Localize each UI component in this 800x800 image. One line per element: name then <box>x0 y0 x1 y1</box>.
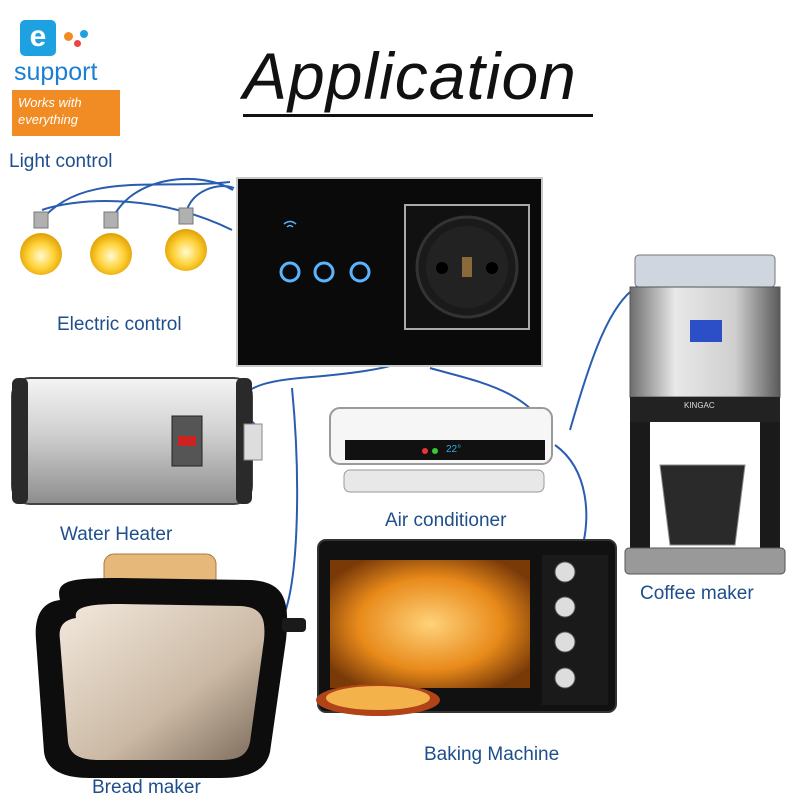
brand-name: support <box>14 58 98 86</box>
brand-tagline: Works with everything <box>12 90 120 136</box>
brand-logo-mark: e <box>20 20 56 56</box>
bulb-3 <box>165 207 207 271</box>
light-bulbs <box>20 207 207 275</box>
bulb-2 <box>90 211 132 275</box>
label-light-control: Light control <box>9 151 113 172</box>
bulb-1 <box>20 211 62 275</box>
label-air-conditioner: Air conditioner <box>385 510 507 531</box>
ac-temperature-display: 22° <box>446 444 462 455</box>
title-underline <box>243 114 593 117</box>
label-baking-machine: Baking Machine <box>424 744 560 765</box>
label-coffee-maker: Coffee maker <box>640 583 754 604</box>
coffee-maker-brand: KINGAC <box>684 401 715 410</box>
wire-to-oven <box>554 444 588 549</box>
brand-dot-blue <box>80 30 88 38</box>
label-water-heater: Water Heater <box>60 524 173 545</box>
coffee-maker <box>624 254 786 575</box>
wire-light-2 <box>110 177 234 223</box>
brand-logo: e support Works with everything <box>8 18 123 136</box>
wire-to-toaster <box>281 387 299 621</box>
page-title: Application <box>243 39 577 113</box>
wire-light-return <box>41 200 233 231</box>
brand-dot-orange <box>64 32 73 41</box>
label-electric-control: Electric control <box>57 314 182 335</box>
brand-dot-red <box>74 40 81 47</box>
toaster <box>35 553 306 778</box>
label-bread-maker: Bread maker <box>92 777 201 798</box>
baking-oven <box>316 539 617 716</box>
smart-switch-panel <box>236 177 543 367</box>
air-conditioner <box>329 407 553 493</box>
water-heater <box>11 377 263 505</box>
